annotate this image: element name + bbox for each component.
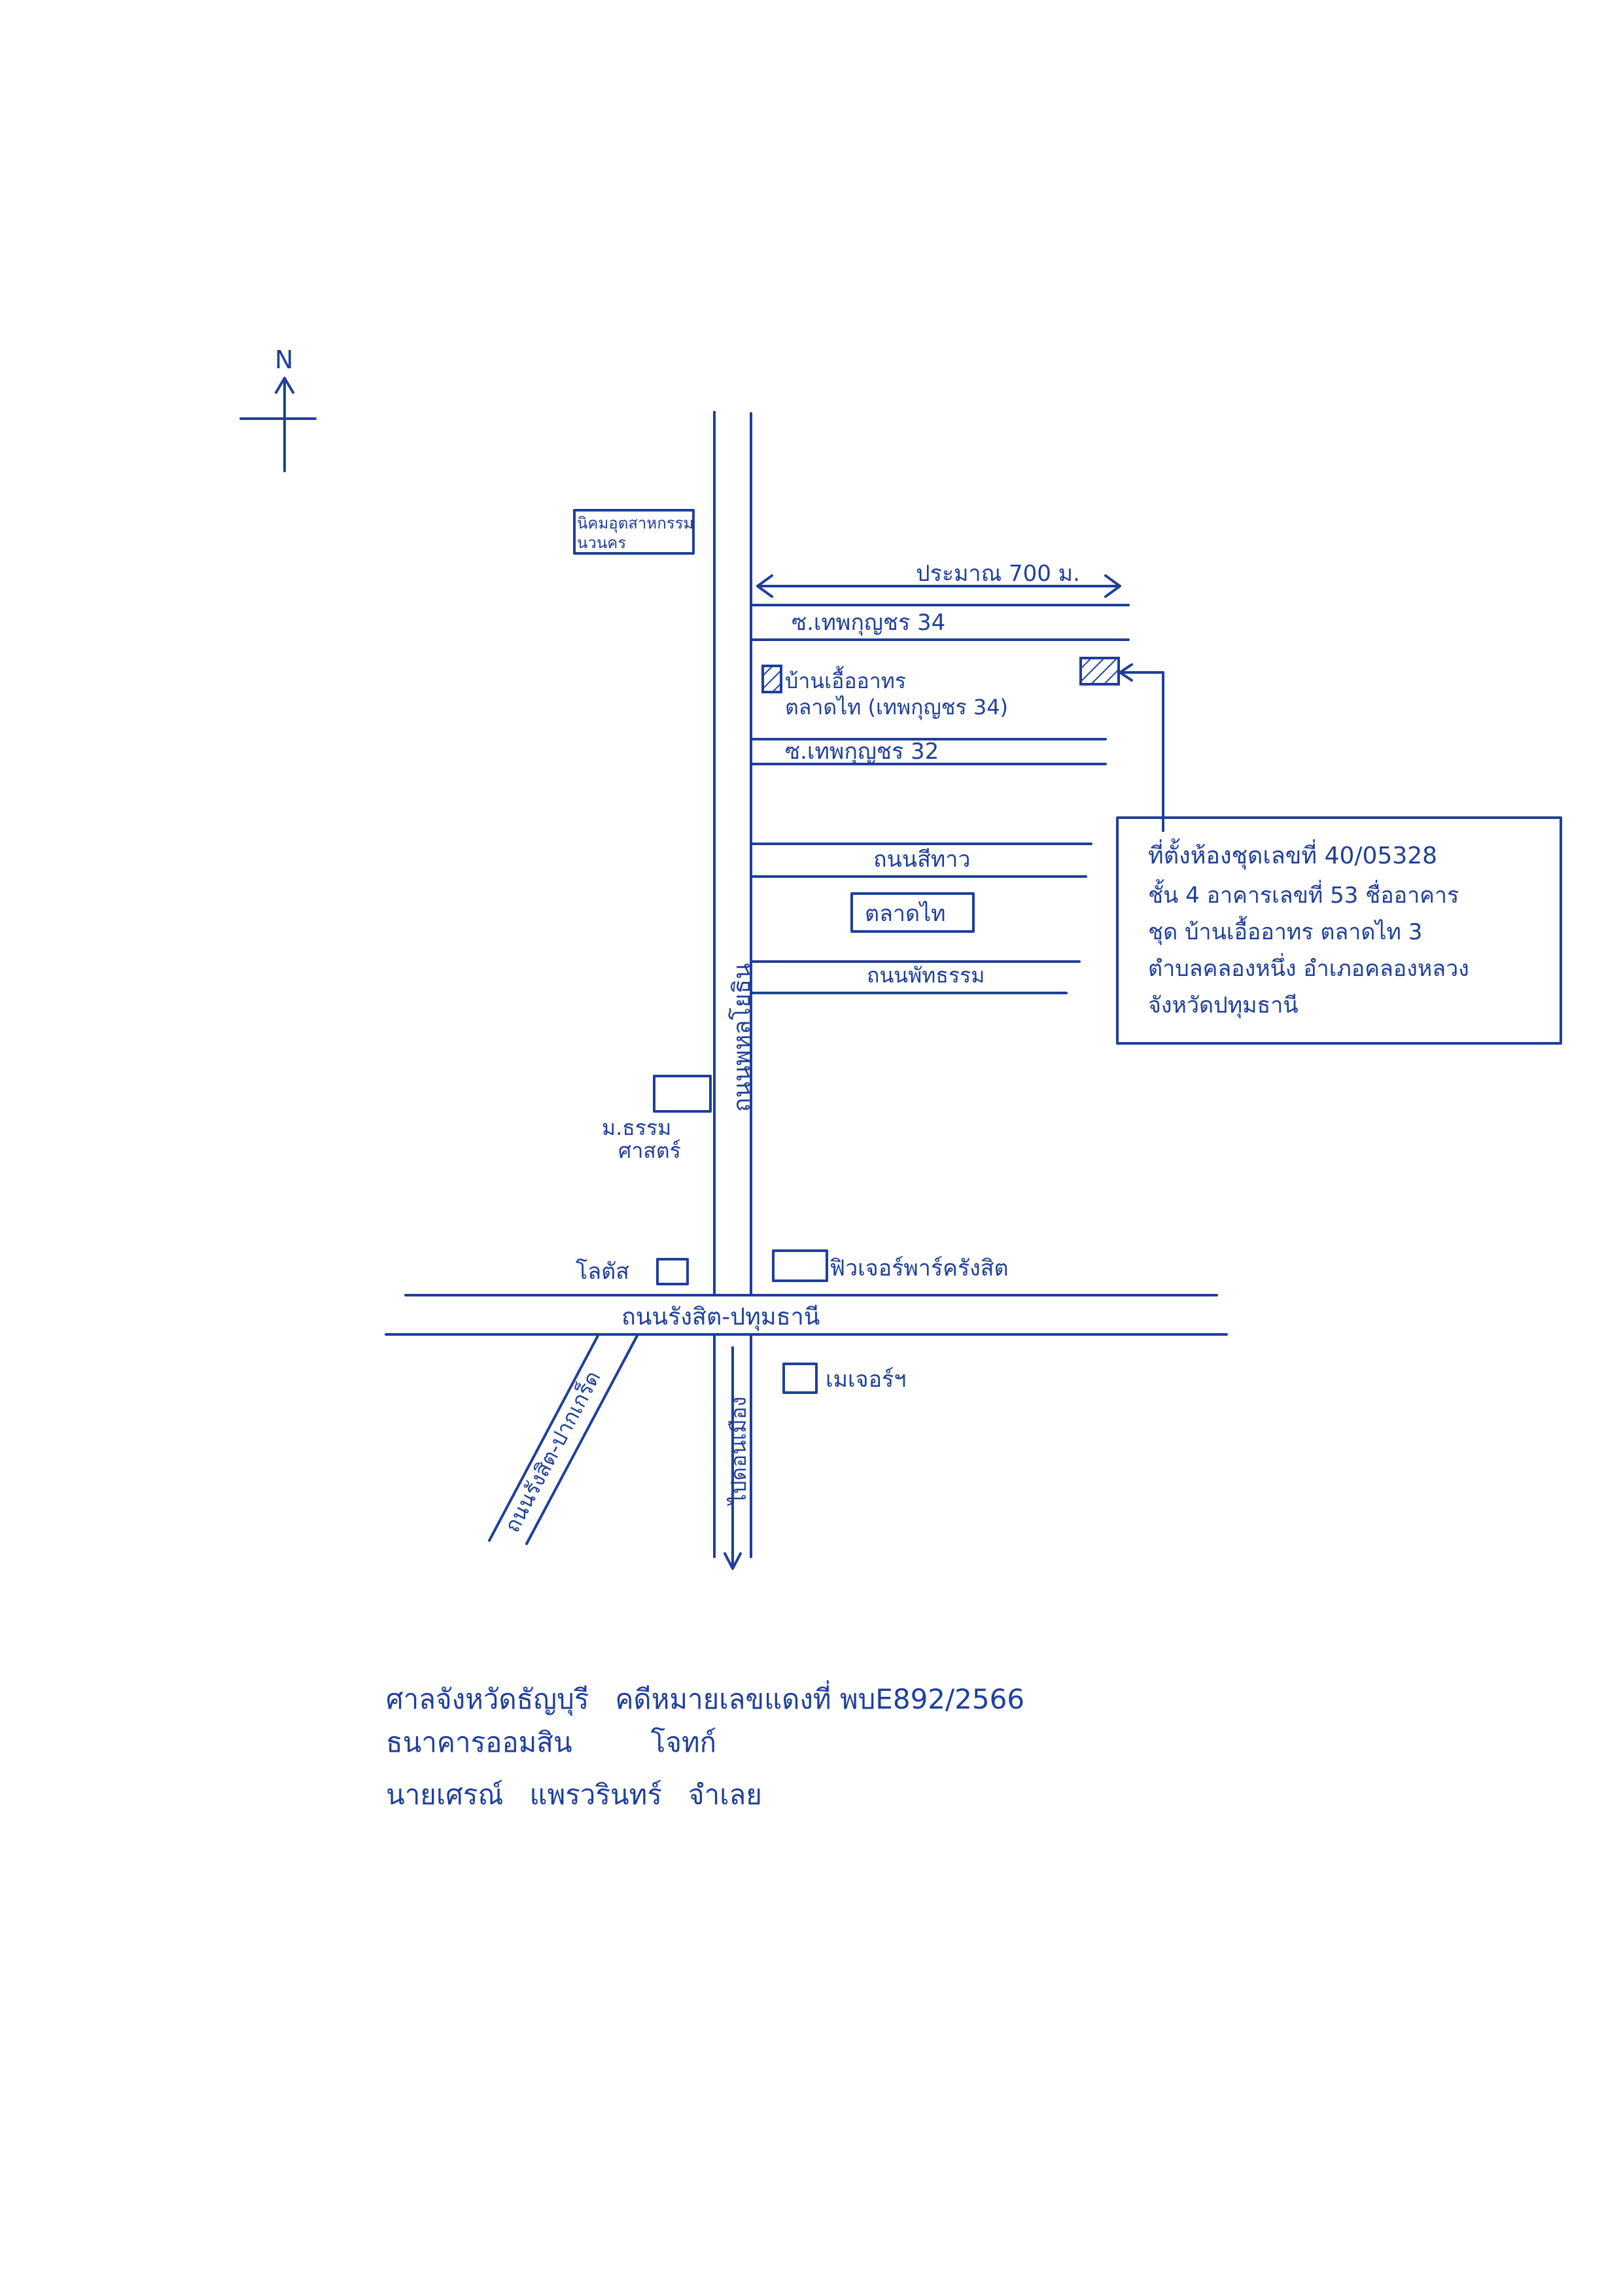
footer-line2: ธนาคารออมสิน โจทก์ [386, 1726, 717, 1758]
road-phahonyothin [713, 411, 752, 1558]
road-rangsit-pathum [385, 1294, 1228, 1336]
university-line2: ศาสตร์ [618, 1138, 681, 1163]
property-line5: จังหวัดปทุมธานี [1148, 992, 1299, 1018]
market-label: ตลาดไท [865, 901, 946, 927]
property-connector [1119, 663, 1164, 832]
road-rangsit-pathum-label: ถนนรังสิต-ปทุมธานี [621, 1304, 820, 1331]
road-soi-32 [750, 738, 1107, 765]
donmueang-arrow [724, 1346, 742, 1570]
lotus-box [656, 1258, 689, 1285]
road-sithao-label: ถนนสีทาว [873, 846, 970, 873]
compass-icon: N [239, 345, 317, 472]
soi-32-label: ซ.เทพกุญชร 32 [785, 739, 939, 765]
property-info-box [1116, 816, 1562, 1045]
to-donmueang-label: ไปดอนเมือง [726, 1397, 751, 1506]
university-line1: ม.ธรรม [602, 1115, 671, 1140]
case-footer: ศาลจังหวัดธัญบุรี คดีหมายเลขแดงที่ พบE89… [386, 1678, 1367, 1817]
property-line4: ตำบลคลองหนึ่ง อำเภอคลองหลวง [1148, 953, 1469, 982]
property-line1: ที่ตั้งห้องชุดเลขที่ 40/05328 [1148, 838, 1437, 870]
university-box [653, 1075, 712, 1113]
road-soi-34 [750, 604, 1130, 641]
road-sithao [750, 843, 1092, 878]
distance-label: ประมาณ 700 ม. [916, 561, 1080, 587]
major-box [782, 1363, 818, 1394]
road-pattharatham [750, 960, 1081, 994]
road-phahonyothin-label: ถนนพหลโยธิน [728, 963, 756, 1112]
village-label-line1: บ้านเอื้ออาทร [785, 666, 906, 693]
future-park-box [772, 1249, 828, 1282]
soi-34-label: ซ.เทพกุญชร 34 [792, 610, 945, 636]
village-marker-icon [761, 665, 782, 693]
distance-arrow [756, 574, 1121, 598]
compass-label: N [275, 345, 293, 374]
village-label-line2: ตลาดไท (เทพกุญชร 34) [785, 695, 1008, 720]
road-pattharatham-label: ถนนพัทธรรม [867, 963, 985, 988]
road-rangsit-pakkret [488, 1333, 639, 1545]
road-rangsit-pakkret-label: ถนนรังสิต-ปากเกร็ด [500, 1366, 606, 1537]
property-line3: ชุด บ้านเอื้ออาทร ตลาดไท 3 [1148, 916, 1422, 945]
market-box [850, 892, 975, 933]
landmark-top-box [573, 509, 695, 555]
footer-line3: นายเศรณ์ แพรวรินทร์ จำเลย [386, 1779, 762, 1811]
landmark-top-line1: นิคมอุตสาหกรรม [577, 514, 693, 533]
lotus-label: โลตัส [576, 1259, 629, 1285]
footer-line1: ศาลจังหวัดธัญบุรี คดีหมายเลขแดงที่ พบE89… [386, 1683, 1025, 1715]
property-marker-icon [1079, 657, 1120, 686]
future-park-label: ฟิวเจอร์พาร์ครังสิต [829, 1255, 1009, 1281]
landmark-top-line2: นวนคร [577, 534, 626, 552]
major-label: เมเจอร์ฯ [826, 1366, 906, 1393]
property-line2: ชั้น 4 อาคารเลขที่ 53 ชื่ออาคาร [1148, 879, 1459, 909]
